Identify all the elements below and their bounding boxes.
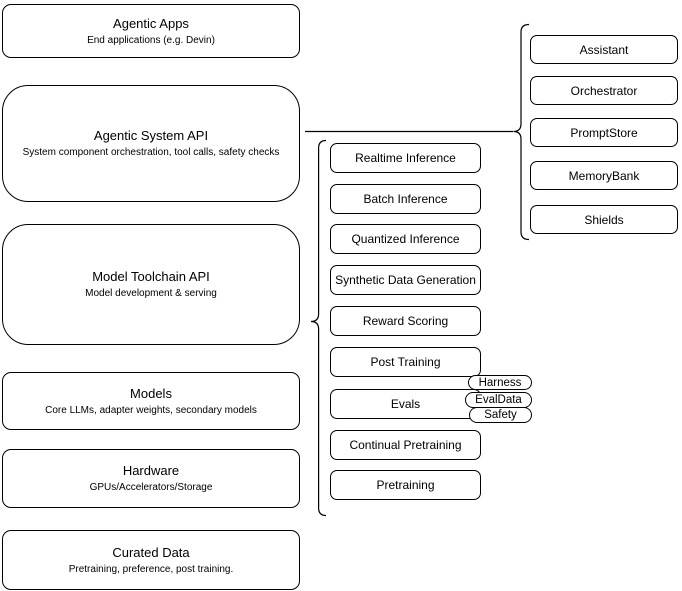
layer-title: Curated Data <box>112 544 190 560</box>
layer-agentic-system-api: Agentic System API System component orch… <box>2 85 300 202</box>
badge-evaldata: EvalData <box>465 392 532 408</box>
layer-title: Model Toolchain API <box>92 269 210 284</box>
badge-harness: Harness <box>468 375 532 390</box>
system-components-brace <box>513 23 530 241</box>
component-shields: Shields <box>530 205 678 234</box>
layer-subtitle: Model development & serving <box>85 288 217 299</box>
service-synthetic-data-generation: Synthetic Data Generation <box>330 265 481 295</box>
layer-subtitle: GPUs/Accelerators/Storage <box>89 482 213 493</box>
layer-curated-data: Curated Data Pretraining, preference, po… <box>2 530 300 590</box>
layer-hardware: Hardware GPUs/Accelerators/Storage <box>2 449 300 508</box>
layer-subtitle: End applications (e.g. Devin) <box>87 34 215 46</box>
layer-model-toolchain-api: Model Toolchain API Model development & … <box>2 224 300 345</box>
service-post-training: Post Training <box>330 347 481 377</box>
layer-models: Models Core LLMs, adapter weights, secon… <box>2 372 300 430</box>
badge-safety: Safety <box>469 407 532 423</box>
layer-subtitle: Pretraining, preference, post training. <box>68 563 234 575</box>
component-promptstore: PromptStore <box>530 118 678 147</box>
service-continual-pretraining: Continual Pretraining <box>330 430 481 460</box>
component-memorybank: MemoryBank <box>530 161 678 190</box>
component-orchestrator: Orchestrator <box>530 76 678 105</box>
layer-title: Hardware <box>122 463 180 478</box>
layer-title: Agentic System API <box>93 128 209 143</box>
service-evals: Evals <box>330 389 481 419</box>
service-quantized-inference: Quantized Inference <box>330 224 481 254</box>
service-pretraining: Pretraining <box>330 470 481 500</box>
service-realtime-inference: Realtime Inference <box>330 143 481 173</box>
layer-agentic-apps: Agentic Apps End applications (e.g. Devi… <box>2 4 300 58</box>
service-batch-inference: Batch Inference <box>330 184 481 214</box>
layer-subtitle: Core LLMs, adapter weights, secondary mo… <box>45 404 257 416</box>
service-reward-scoring: Reward Scoring <box>330 306 481 336</box>
layer-title: Models <box>130 385 172 401</box>
layer-title: Agentic Apps <box>113 15 189 31</box>
layer-subtitle: System component orchestration, tool cal… <box>22 147 280 158</box>
component-assistant: Assistant <box>530 35 678 64</box>
toolchain-brace <box>310 139 327 517</box>
